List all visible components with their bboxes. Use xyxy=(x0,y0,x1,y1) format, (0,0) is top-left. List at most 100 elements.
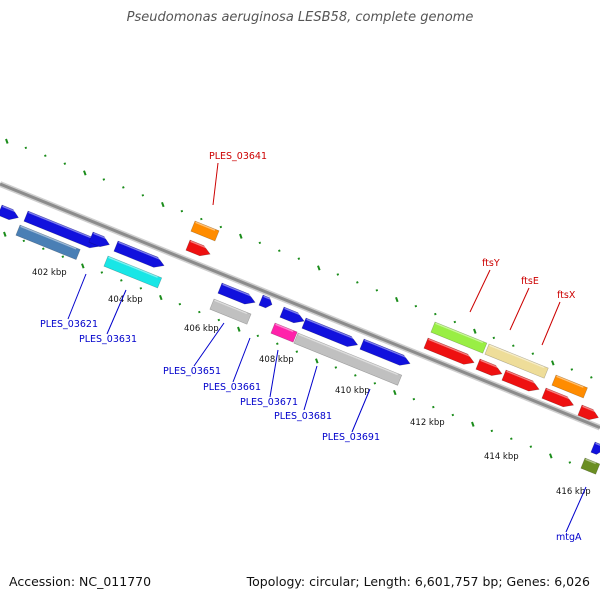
inner-tick xyxy=(3,231,7,237)
gene-leader-line xyxy=(351,388,371,433)
gene-leader-line xyxy=(541,301,561,346)
outer-tick xyxy=(570,368,574,371)
outer-tick xyxy=(317,265,321,271)
inner-tick xyxy=(568,461,572,464)
gene-leader-line xyxy=(193,322,225,367)
gene-feature xyxy=(113,240,165,268)
outer-tick xyxy=(83,170,87,176)
outer-tick xyxy=(551,360,555,366)
gene-feature-shape xyxy=(475,358,503,376)
outer-tick xyxy=(239,233,243,239)
gene-label: ftsY xyxy=(482,258,500,269)
tick-marks xyxy=(3,138,593,472)
gene-label: ftsX xyxy=(557,290,576,301)
inner-tick xyxy=(139,287,143,290)
gene-feature xyxy=(15,224,81,261)
gene-leader-line xyxy=(509,287,530,331)
inner-tick xyxy=(198,310,201,314)
gene-feature xyxy=(577,404,599,421)
inner-tick xyxy=(451,413,455,417)
inner-tick xyxy=(237,326,241,332)
inner-tick xyxy=(334,366,338,369)
inner-tick xyxy=(159,294,163,301)
gene-feature xyxy=(484,343,549,379)
gene-feature xyxy=(185,239,211,257)
inner-tick xyxy=(510,437,513,440)
outer-tick xyxy=(512,344,515,347)
outer-tick xyxy=(200,217,203,221)
inner-tick xyxy=(295,350,299,353)
inner-tick xyxy=(61,255,65,258)
outer-tick xyxy=(492,336,496,340)
inner-tick xyxy=(354,374,357,377)
gene-feature xyxy=(301,317,359,347)
gene-leader-line xyxy=(469,269,491,313)
inner-tick xyxy=(178,302,182,306)
inner-tick xyxy=(373,382,377,385)
inner-tick xyxy=(217,318,221,322)
ruler-label: 404 kbp xyxy=(108,295,143,305)
inner-tick xyxy=(256,334,260,338)
gene-feature-shape xyxy=(359,338,411,366)
gene-feature-shape xyxy=(484,343,549,379)
inner-tick xyxy=(315,358,319,364)
inner-tick xyxy=(549,453,553,459)
genome-backbone xyxy=(0,181,600,431)
gene-feature xyxy=(103,255,163,289)
gene-feature-shape xyxy=(190,220,220,242)
inner-tick xyxy=(42,247,45,250)
gene-feature xyxy=(580,457,600,475)
gene-feature-shape xyxy=(301,317,359,347)
outer-tick xyxy=(473,328,477,334)
gene-leader-line xyxy=(269,349,279,398)
inner-tick xyxy=(529,445,533,448)
outer-tick xyxy=(161,201,165,208)
gene-label: ftsE xyxy=(521,276,539,287)
outer-tick xyxy=(141,194,145,197)
gene-label: PLES_03681 xyxy=(274,411,332,422)
outer-tick xyxy=(44,154,47,157)
gene-feature-shape xyxy=(293,332,403,386)
outer-tick xyxy=(297,257,301,260)
inner-tick xyxy=(81,263,85,269)
gene-feature xyxy=(88,231,110,248)
gene-labels: PLES_03641ftsYftsEftsXPLES_03621PLES_036… xyxy=(40,151,587,543)
gene-feature xyxy=(541,387,575,408)
gene-label: PLES_03661 xyxy=(203,382,261,393)
gene-label: PLES_03691 xyxy=(322,432,380,443)
outer-tick xyxy=(278,249,281,252)
outer-tick xyxy=(102,178,106,181)
gene-feature xyxy=(423,337,475,365)
outer-tick xyxy=(590,376,593,379)
outer-tick xyxy=(434,312,437,316)
inner-tick xyxy=(490,429,494,433)
gene-feature-shape xyxy=(185,239,211,257)
outer-tick xyxy=(453,320,457,324)
gene-label: PLES_03651 xyxy=(163,366,221,377)
gene-feature-shape xyxy=(103,255,163,289)
outer-tick xyxy=(24,146,28,150)
gene-leader-line xyxy=(212,162,219,206)
inner-tick xyxy=(412,397,416,401)
inner-tick xyxy=(276,342,279,345)
gene-feature-shape xyxy=(113,240,165,268)
gene-feature xyxy=(209,298,252,325)
inner-tick xyxy=(471,421,475,427)
outer-tick xyxy=(63,162,67,165)
inner-tick xyxy=(393,390,397,396)
outer-tick xyxy=(258,241,262,245)
gene-feature-shape xyxy=(15,224,81,261)
gene-feature-shape xyxy=(279,306,305,324)
ruler-label: 406 kbp xyxy=(184,324,219,334)
gene-feature xyxy=(217,282,256,305)
gene-features xyxy=(0,204,600,475)
gene-label: PLES_03671 xyxy=(240,397,298,408)
ruler-label: 412 kbp xyxy=(410,418,445,428)
gene-feature xyxy=(430,321,488,354)
outer-tick xyxy=(414,304,418,308)
gene-feature xyxy=(270,322,298,343)
gene-feature xyxy=(590,441,600,455)
gene-label: PLES_03621 xyxy=(40,319,98,330)
gene-feature-shape xyxy=(501,369,540,392)
